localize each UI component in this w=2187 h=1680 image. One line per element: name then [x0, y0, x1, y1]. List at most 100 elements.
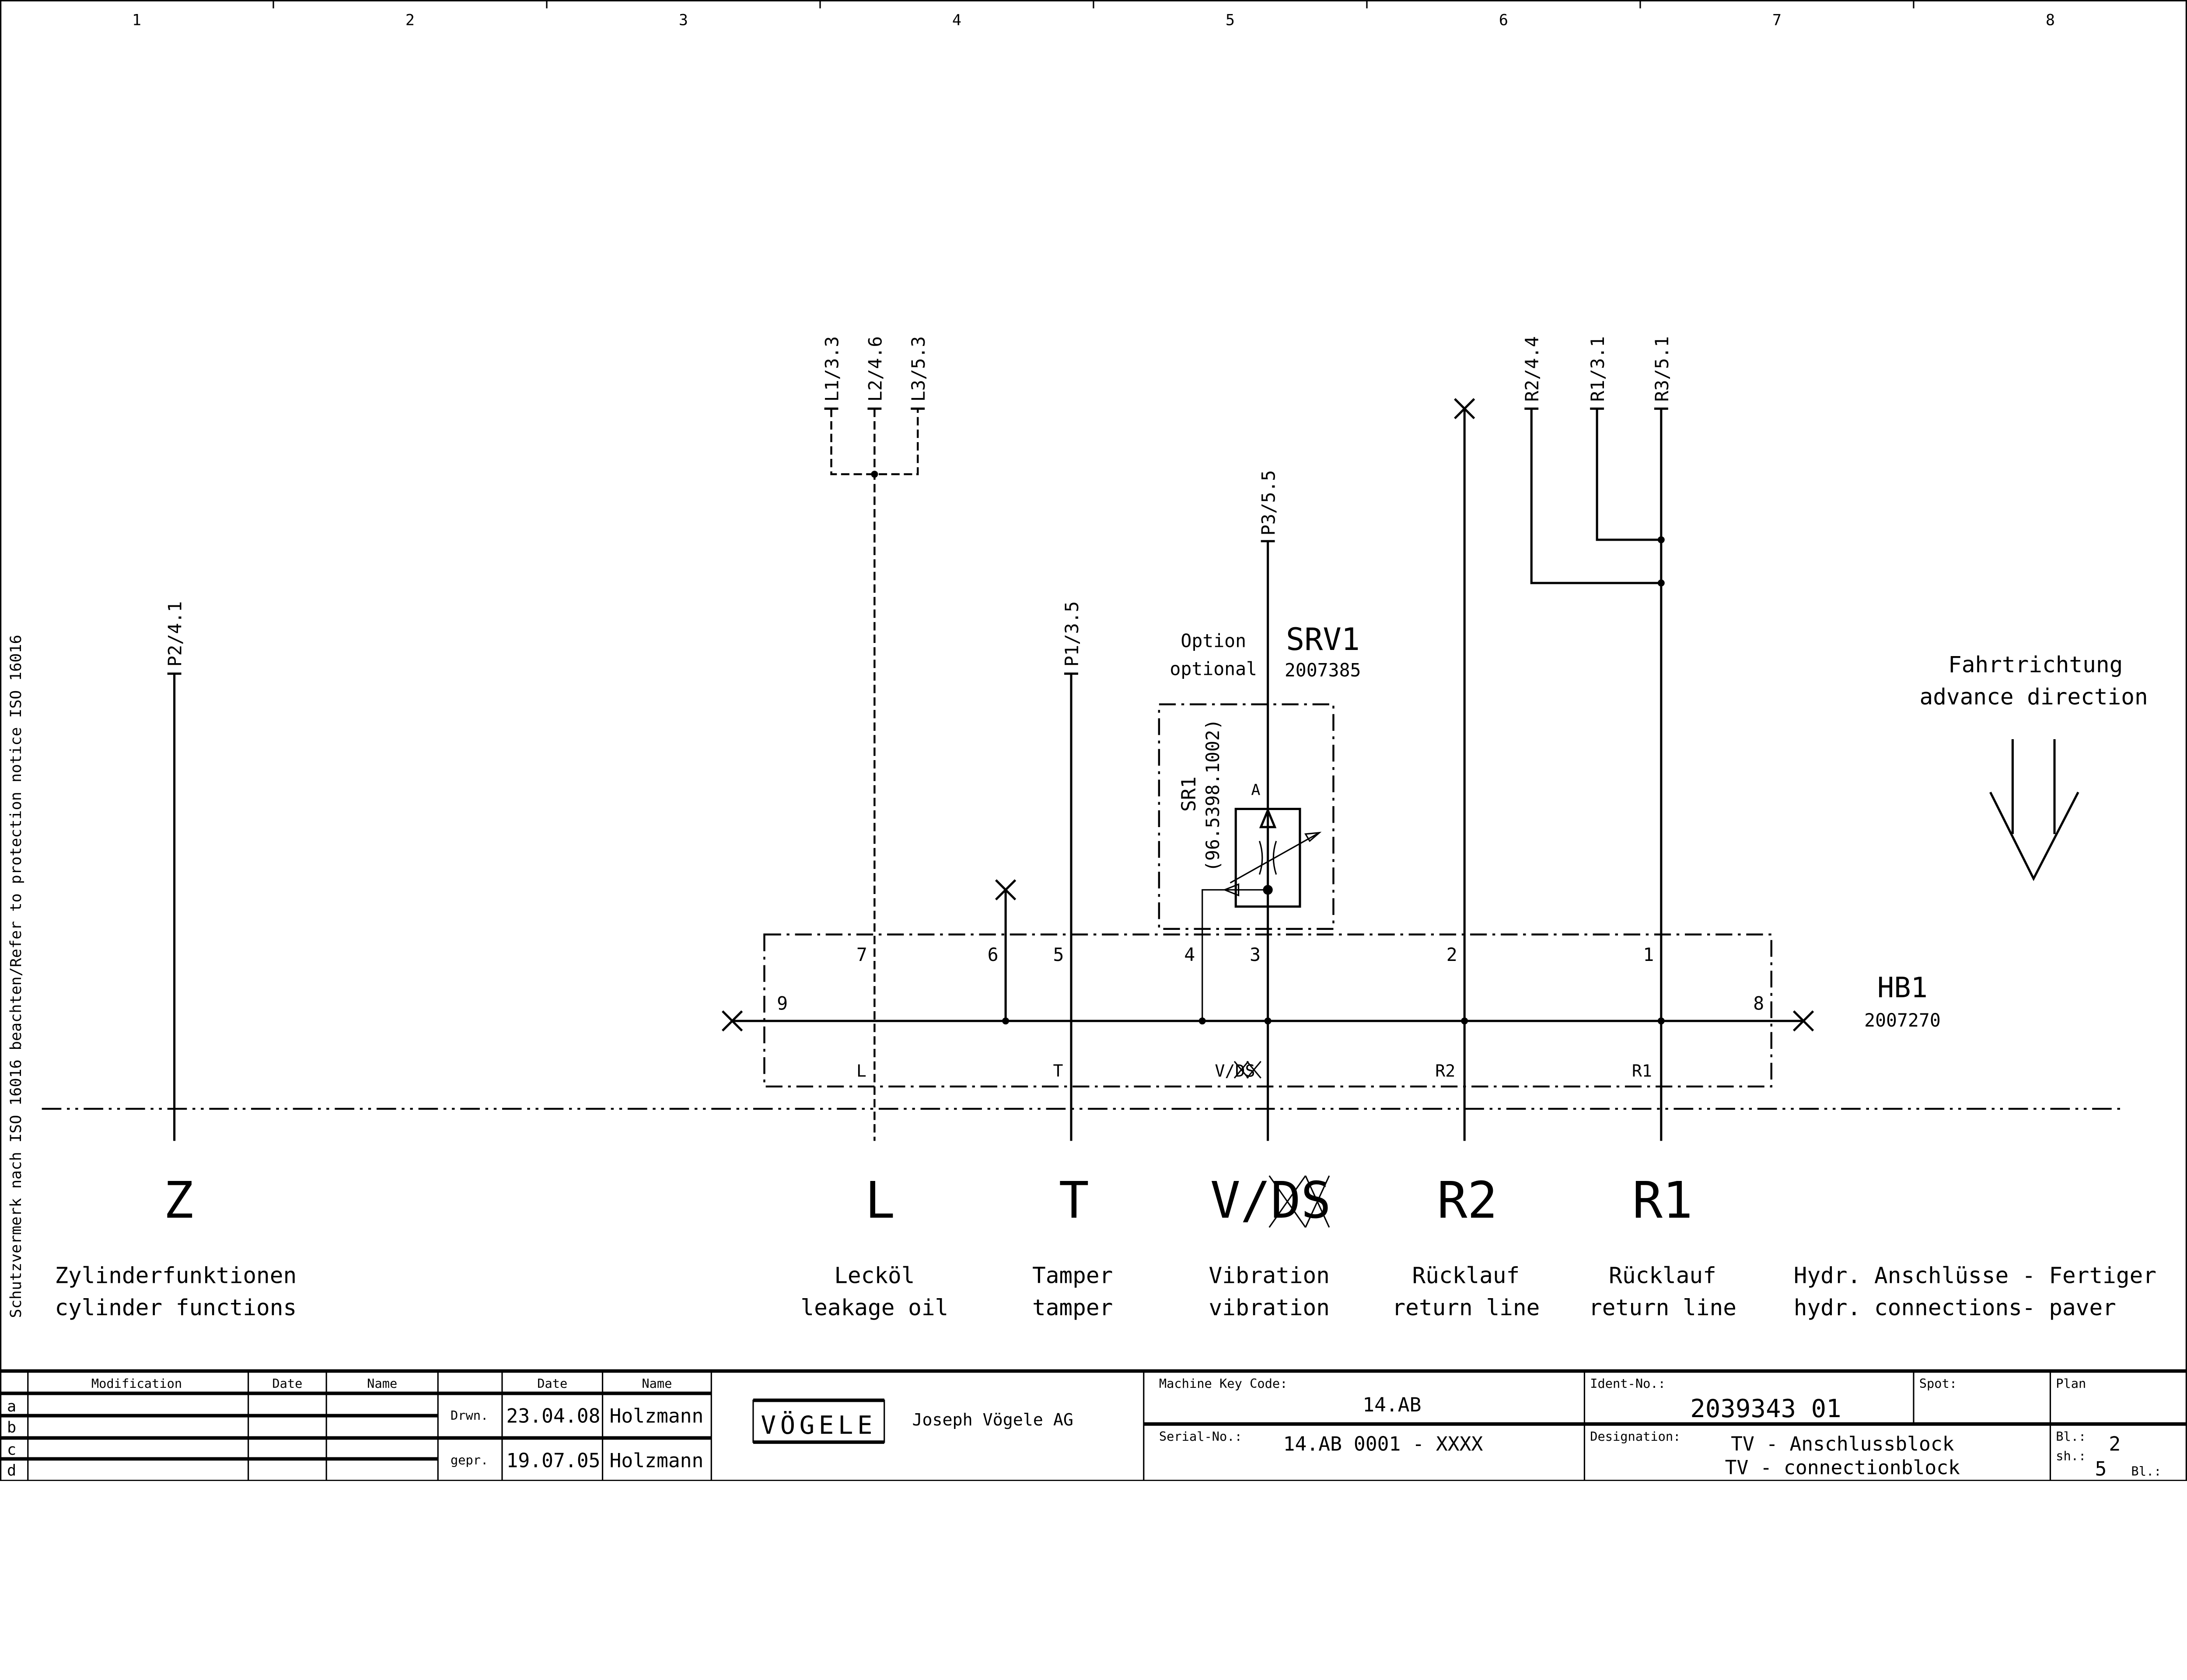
legend-note-en: hydr. connections- paver: [1794, 1295, 2116, 1321]
sheets-label: sh.:: [2056, 1449, 2086, 1463]
port-a-label: A: [1251, 781, 1260, 799]
desc-de: Rücklauf: [1609, 1263, 1716, 1289]
hb1-port-labels: L T V/DS R2 R1: [856, 1062, 1652, 1081]
desc-de: Tamper: [1032, 1263, 1113, 1289]
connection-descriptions: Zylinderfunktionen cylinder functions Le…: [55, 1263, 1736, 1321]
sr1-part-number: (96.5398.1002): [1202, 719, 1223, 872]
direction-en: advance direction: [1920, 684, 2148, 710]
connection-labels: Z L T V/DS R2 R1: [164, 1171, 1693, 1230]
column-number: 6: [1499, 11, 1508, 29]
port-number: 5: [1053, 944, 1064, 965]
port-number: 4: [1184, 944, 1195, 965]
desc-en: cylinder functions: [55, 1295, 297, 1321]
desc-en: vibration: [1209, 1295, 1330, 1321]
line-ref: L2/4.6: [865, 336, 886, 402]
port-label: L: [856, 1062, 866, 1081]
port-label: T: [1053, 1062, 1063, 1081]
serial-number: 14.AB 0001 - XXXX: [1283, 1432, 1483, 1455]
port-number: 1: [1643, 944, 1654, 965]
connection-label: L: [865, 1171, 895, 1230]
line-v: P3/5.5: [1258, 470, 1279, 1141]
line-ref: R1/3.1: [1587, 336, 1608, 402]
legend-note-de: Hydr. Anschlüsse - Fertiger: [1794, 1263, 2156, 1289]
drawn-date: 23.04.08: [507, 1405, 601, 1428]
sig-header: Date: [537, 1376, 567, 1391]
hb1-name: HB1: [1877, 972, 1928, 1004]
desc-en: leakage oil: [800, 1295, 948, 1321]
column-ruler: 1 2 3 4 5 6 7 8: [132, 0, 2055, 29]
hb1-part-number: 2007270: [1864, 1010, 1941, 1031]
row-letter: c: [7, 1441, 16, 1459]
sheets-label-2: Bl.:: [2131, 1464, 2161, 1479]
connection-label: R1: [1632, 1171, 1693, 1230]
title-block: Modification Date Name Date Name a b c d…: [0, 1369, 2187, 1481]
desc-en: return line: [1589, 1295, 1736, 1321]
connection-label: T: [1059, 1171, 1089, 1230]
hydraulic-schematic: 1 2 3 4 5 6 7 8 Schutzvermerk nach ISO 1…: [0, 0, 2187, 1481]
ident-number: 2039343 01: [1690, 1394, 1841, 1423]
column-number: 8: [2046, 11, 2055, 29]
port-number: 6: [988, 944, 999, 965]
port-number: 3: [1250, 944, 1261, 965]
checked-label: gepr.: [451, 1453, 488, 1467]
line-port-4: [1198, 883, 1268, 1025]
srv1-part-number: 2007385: [1285, 660, 1361, 681]
row-letter: d: [7, 1462, 16, 1480]
column-number: 2: [405, 11, 415, 29]
mod-header: Modification: [91, 1376, 182, 1391]
direction-de: Fahrtrichtung: [1948, 652, 2123, 678]
column-number: 1: [132, 11, 141, 29]
plug-x-icon: [721, 1010, 1814, 1032]
sig-header: Name: [642, 1376, 672, 1391]
port-number: 2: [1446, 944, 1457, 965]
designation-label: Designation:: [1590, 1429, 1680, 1444]
column-number: 5: [1226, 11, 1235, 29]
port-number: 8: [1753, 993, 1764, 1014]
hb1-port-numbers: 9 7 6 5 4 3 2 1 8: [777, 944, 1764, 1014]
port-number: 7: [856, 944, 867, 965]
designation-en: TV - connectionblock: [1725, 1456, 1960, 1479]
desc-de: Vibration: [1209, 1263, 1330, 1289]
desc-de: Lecköl: [834, 1263, 915, 1289]
connection-label: R2: [1437, 1171, 1497, 1230]
row-letter: a: [7, 1397, 16, 1415]
column-number: 7: [1772, 11, 1782, 29]
line-ref: P2/4.1: [165, 601, 186, 667]
sheet-number: 2: [2109, 1432, 2121, 1455]
ident-label: Ident-No.:: [1590, 1376, 1666, 1391]
line-l: L1/3.3 L2/4.6 L3/5.3: [821, 336, 929, 1141]
srv1-name: SRV1: [1286, 622, 1360, 657]
sr1-label: SR1: [1177, 776, 1200, 812]
checked-name: Holzmann: [609, 1449, 703, 1472]
option-label: Option: [1181, 631, 1246, 652]
port-number: 9: [777, 993, 788, 1014]
company-name: Joseph Vögele AG: [912, 1410, 1073, 1430]
serial-label: Serial-No.:: [1159, 1429, 1242, 1444]
logo-text: VÖGELE: [761, 1411, 877, 1440]
designation-de: TV - Anschlussblock: [1731, 1432, 1954, 1455]
sheet-label: Bl.:: [2056, 1429, 2086, 1444]
row-letter: b: [7, 1418, 16, 1436]
machine-key-label: Machine Key Code:: [1159, 1376, 1288, 1391]
plan-label: Plan: [2056, 1376, 2086, 1391]
line-t: P1/3.5: [1062, 601, 1083, 1141]
line-port-6: [995, 879, 1017, 1025]
checked-date: 19.07.05: [507, 1449, 601, 1472]
line-ref: P1/3.5: [1062, 601, 1083, 667]
srv1-outline: [1158, 703, 1335, 930]
line-ref: L3/5.3: [908, 336, 929, 402]
line-ref: L1/3.3: [821, 336, 842, 402]
line-ref: R2/4.4: [1522, 336, 1543, 402]
column-number: 3: [679, 11, 688, 29]
drawing-border: [0, 0, 2187, 1481]
port-label: R1: [1632, 1062, 1652, 1081]
connection-label: V/DS: [1210, 1171, 1331, 1230]
mod-header: Date: [272, 1376, 302, 1391]
spot-label: Spot:: [1919, 1376, 1957, 1391]
desc-en: tamper: [1032, 1295, 1113, 1321]
advance-direction-arrow-icon: [1989, 739, 2079, 881]
line-ref: P3/5.5: [1258, 470, 1279, 536]
desc-de: Zylinderfunktionen: [55, 1263, 297, 1289]
drawn-name: Holzmann: [609, 1405, 703, 1428]
port-label: R2: [1435, 1062, 1455, 1081]
